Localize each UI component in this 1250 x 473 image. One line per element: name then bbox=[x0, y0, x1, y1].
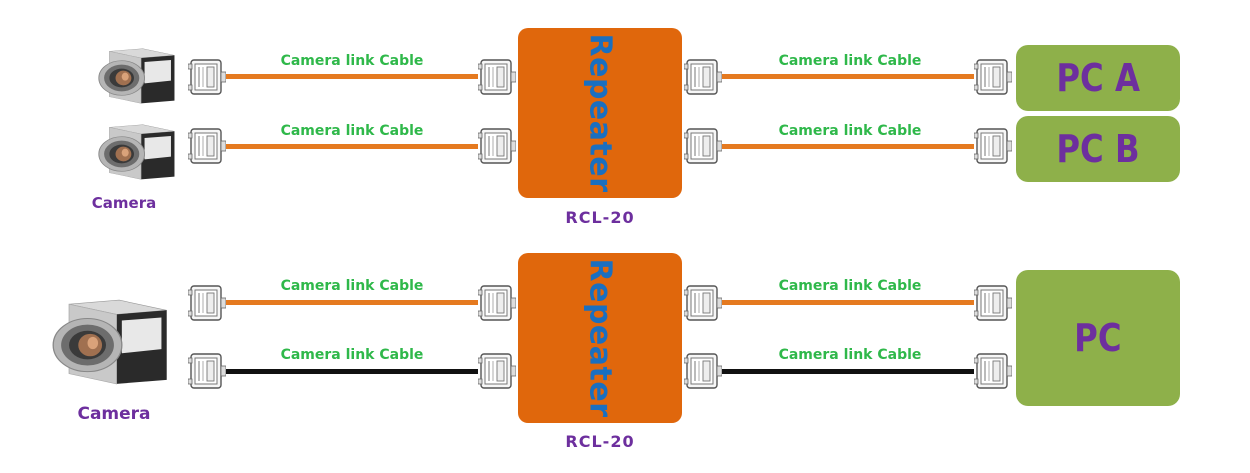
cable-line bbox=[226, 369, 478, 374]
repeater-model: RCL-20 bbox=[565, 208, 635, 227]
connector-icon bbox=[684, 352, 722, 390]
camera-caption: Camera bbox=[91, 194, 157, 212]
repeater-model: RCL-20 bbox=[565, 432, 635, 451]
camera-icon bbox=[90, 122, 178, 182]
cable-line bbox=[722, 369, 974, 374]
cable-line bbox=[226, 144, 478, 149]
cable-line bbox=[722, 74, 974, 79]
cable-line bbox=[226, 74, 478, 79]
cable-label: Camera link Cable bbox=[280, 123, 424, 139]
pc-box: PC bbox=[1016, 270, 1180, 406]
pc-a-label: PC A bbox=[1056, 56, 1140, 100]
repeater-box: Repeater bbox=[518, 28, 682, 198]
camera-caption: Camera bbox=[77, 404, 151, 424]
cable-line bbox=[722, 144, 974, 149]
cable-label: Camera link Cable bbox=[778, 123, 922, 139]
cable-label: Camera link Cable bbox=[778, 278, 922, 294]
repeater-label: Repeater bbox=[582, 33, 618, 193]
connector-icon bbox=[478, 58, 516, 96]
connector-icon bbox=[478, 127, 516, 165]
pc-a-box: PC A bbox=[1016, 45, 1180, 111]
cable-line bbox=[722, 300, 974, 305]
cable-label: Camera link Cable bbox=[280, 347, 424, 363]
cable-label: Camera link Cable bbox=[778, 347, 922, 363]
connector-icon bbox=[684, 58, 722, 96]
connector-icon bbox=[684, 127, 722, 165]
cable-label: Camera link Cable bbox=[778, 53, 922, 69]
connector-icon bbox=[188, 284, 226, 322]
pc-label: PC bbox=[1074, 316, 1122, 360]
pc-b-box: PC B bbox=[1016, 116, 1180, 182]
connector-icon bbox=[188, 127, 226, 165]
camera-icon bbox=[40, 296, 172, 388]
cable-label: Camera link Cable bbox=[280, 278, 424, 294]
repeater-box: Repeater bbox=[518, 253, 682, 423]
connector-icon bbox=[974, 284, 1012, 322]
pc-b-label: PC B bbox=[1056, 127, 1140, 171]
connector-icon bbox=[974, 58, 1012, 96]
connector-icon bbox=[974, 352, 1012, 390]
camera-icon bbox=[90, 46, 178, 106]
connector-icon bbox=[478, 284, 516, 322]
connector-icon bbox=[974, 127, 1012, 165]
connector-icon bbox=[478, 352, 516, 390]
connector-icon bbox=[188, 58, 226, 96]
connector-icon bbox=[188, 352, 226, 390]
cable-label: Camera link Cable bbox=[280, 53, 424, 69]
cable-line bbox=[226, 300, 478, 305]
connector-icon bbox=[684, 284, 722, 322]
repeater-label: Repeater bbox=[582, 258, 618, 418]
